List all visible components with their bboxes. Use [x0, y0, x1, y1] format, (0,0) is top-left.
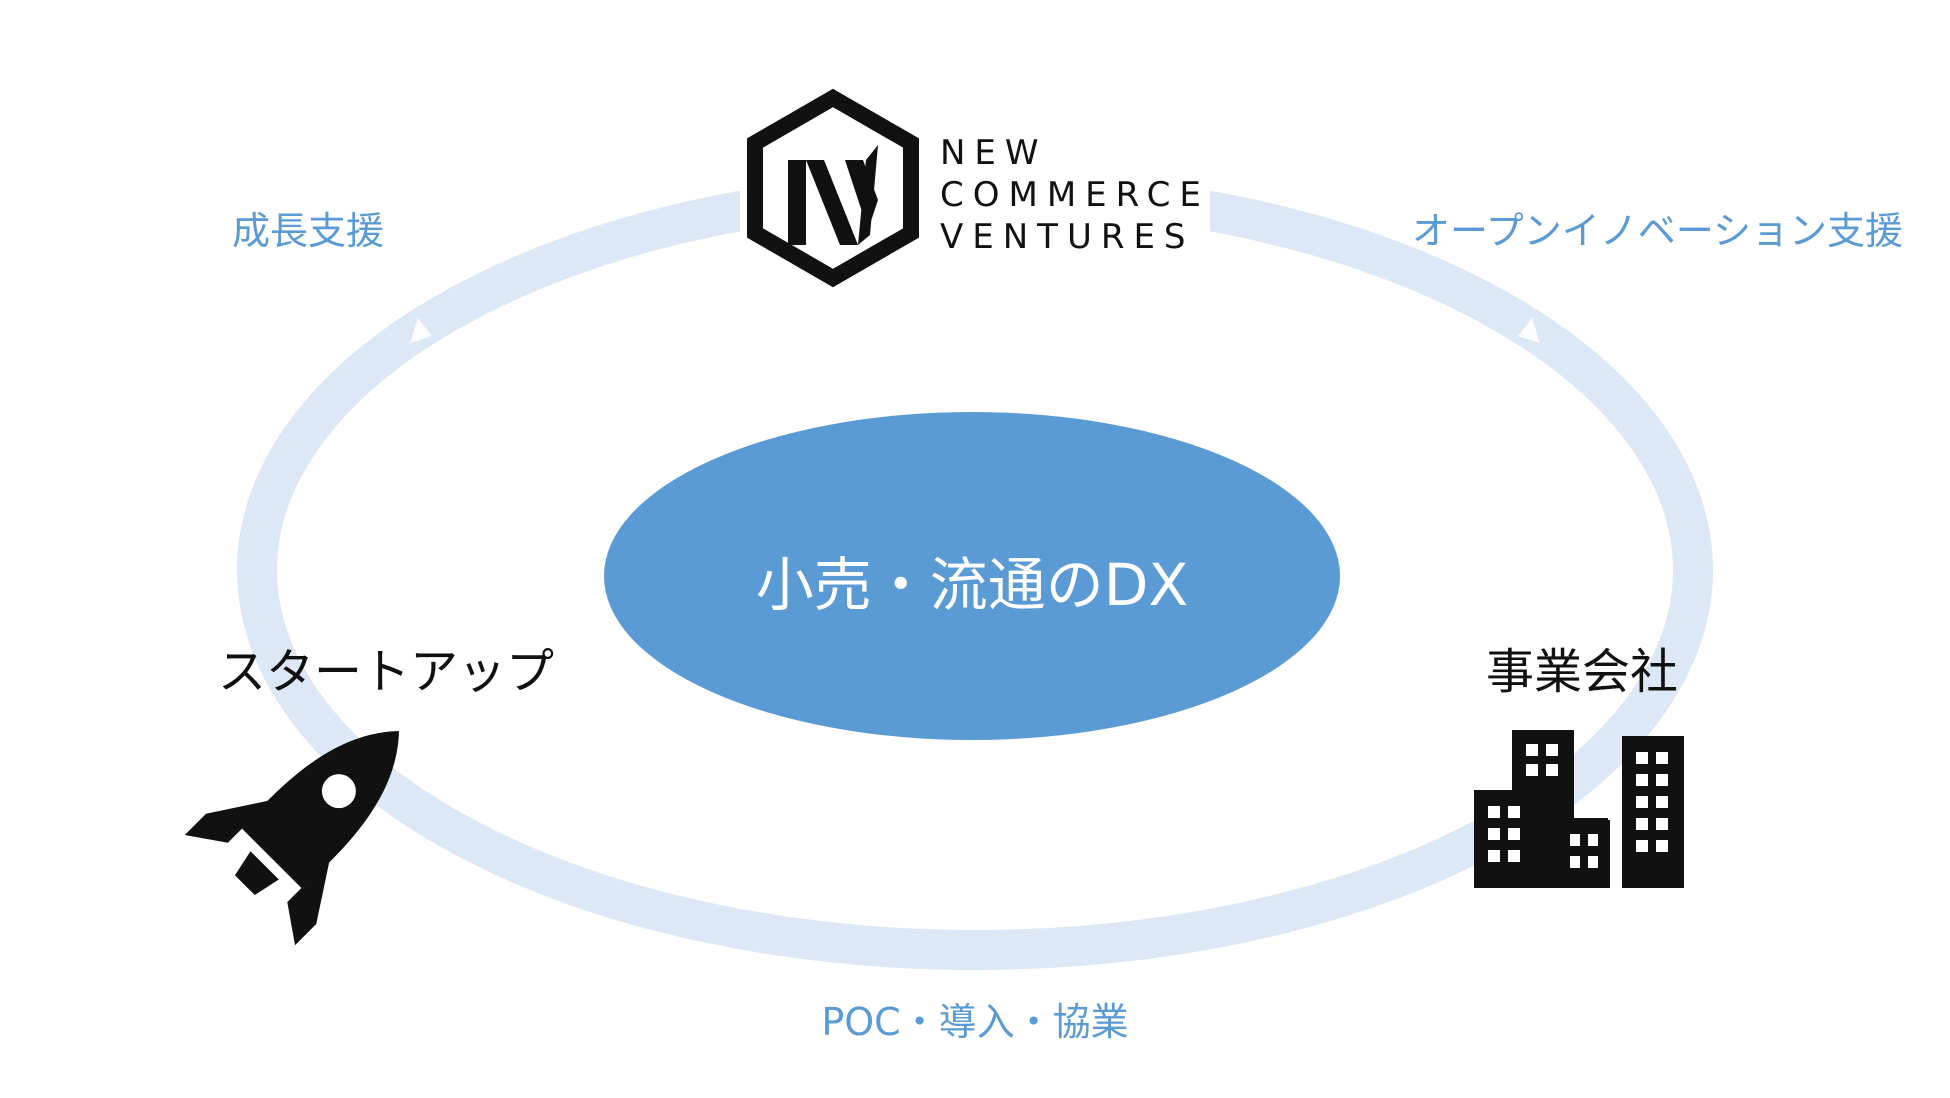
logo-line-new: NEW	[940, 133, 1048, 173]
company-label: 事業会社	[1486, 644, 1679, 700]
ring-arrow-left	[410, 318, 432, 343]
ncv-hexagon-logo	[747, 88, 919, 288]
center-ellipse	[604, 412, 1340, 740]
growth-support-label: 成長支援	[232, 209, 385, 253]
logo-wordmark: NEW COMMERCE VENTURES	[940, 132, 1210, 258]
open-innovation-support-label: オープンイノベーション支援	[1412, 209, 1903, 253]
poc-label: POC・導入・協業	[821, 1000, 1129, 1044]
rocket-icon	[184, 731, 399, 946]
logo-line-commerce: COMMERCE	[940, 175, 1210, 215]
logo-line-ventures: VENTURES	[940, 217, 1195, 257]
startup-label: スタートアップ	[218, 644, 555, 700]
ring-arrow-right	[1518, 318, 1540, 343]
buildings-icon	[1474, 730, 1684, 888]
center-title: 小売・流通のDX	[755, 551, 1189, 619]
